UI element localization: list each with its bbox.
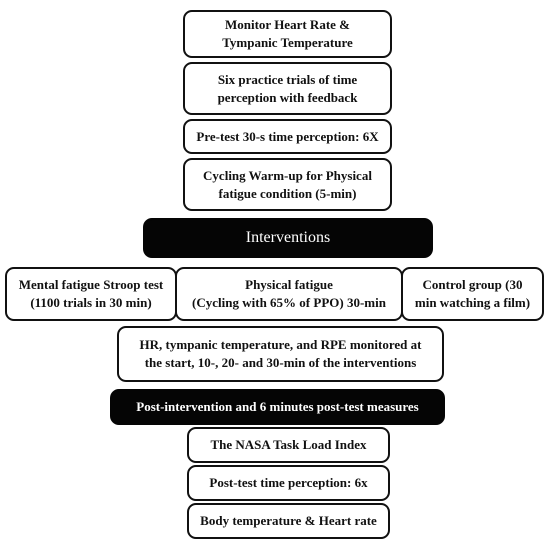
- intervention-monitoring: HR, tympanic temperature, and RPE monito…: [117, 326, 444, 382]
- intervention-control-group: Control group (30 min watching a film): [401, 267, 544, 321]
- step-monitor-hr-temp: Monitor Heart Rate & Tympanic Temperatur…: [183, 10, 392, 58]
- step-practice-trials: Six practice trials of time perception w…: [183, 62, 392, 115]
- background-ghost-text: [2, 55, 4, 64]
- interventions-header: Interventions: [143, 218, 433, 258]
- step-body-temp-hr: Body temperature & Heart rate: [187, 503, 390, 539]
- step-warmup: Cycling Warm-up for Physical fatigue con…: [183, 158, 392, 211]
- step-nasa-tlx: The NASA Task Load Index: [187, 427, 390, 463]
- intervention-physical-fatigue: Physical fatigue (Cycling with 65% of PP…: [175, 267, 403, 321]
- step-posttest: Post-test time perception: 6x: [187, 465, 390, 501]
- post-intervention-header: Post-intervention and 6 minutes post-tes…: [110, 389, 445, 425]
- step-pretest: Pre-test 30-s time perception: 6X: [183, 119, 392, 154]
- intervention-mental-fatigue: Mental fatigue Stroop test (1100 trials …: [5, 267, 177, 321]
